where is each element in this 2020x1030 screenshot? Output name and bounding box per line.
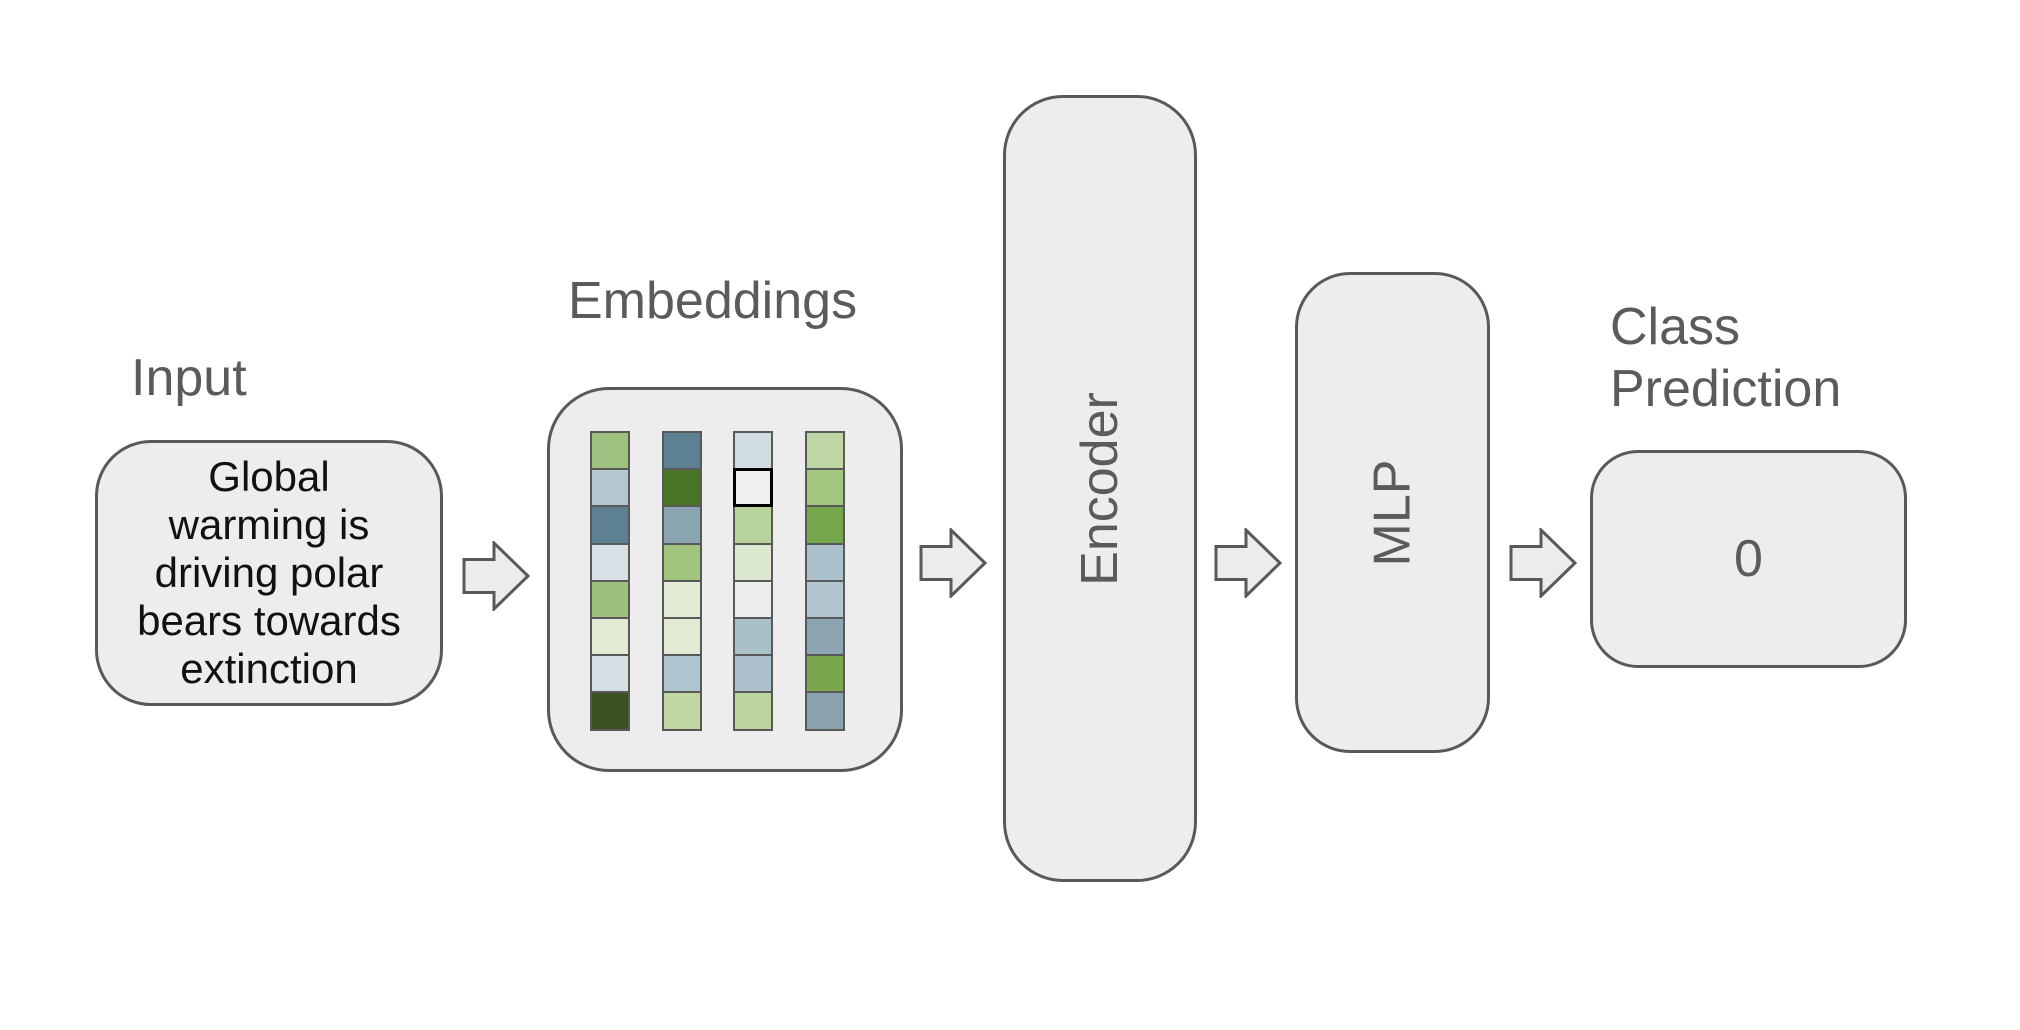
embedding-cell — [806, 618, 843, 655]
flow-arrow-icon — [1509, 528, 1577, 598]
embedding-column — [733, 431, 773, 731]
embedding-cell — [806, 581, 843, 617]
input-box: Global warming is driving polar bears to… — [95, 440, 443, 706]
embedding-cell — [806, 470, 843, 506]
embedding-cell — [735, 656, 771, 692]
class-prediction-box: 0 — [1590, 450, 1907, 668]
mlp-box: MLP — [1295, 272, 1490, 753]
input-label: Input — [131, 349, 247, 407]
embedding-cell — [735, 544, 771, 580]
mlp-label: MLP — [1363, 459, 1422, 566]
embedding-cell — [663, 656, 700, 692]
embedding-cell — [735, 433, 771, 469]
embedding-cell-highlighted — [733, 468, 773, 508]
embedding-column — [590, 431, 630, 731]
input-text-line: extinction — [180, 645, 358, 692]
embedding-cell — [663, 693, 700, 729]
flow-arrow-icon — [462, 541, 530, 611]
embedding-cell — [592, 581, 628, 617]
embedding-cell — [806, 656, 843, 692]
embedding-cell — [663, 581, 700, 617]
input-text-line: bears towards — [137, 597, 401, 644]
embedding-cell — [735, 507, 771, 543]
flow-arrow-icon — [1214, 528, 1282, 598]
embedding-cell — [592, 507, 628, 543]
encoder-box: Encoder — [1003, 95, 1197, 882]
embedding-column — [804, 431, 845, 731]
embedding-cell — [592, 656, 628, 692]
input-text-line: driving polar — [154, 549, 384, 596]
embedding-cell — [592, 618, 628, 655]
embedding-cell — [735, 693, 771, 729]
embedding-cell — [806, 693, 843, 729]
embedding-cell — [663, 544, 700, 580]
encoder-label: Encoder — [1071, 391, 1129, 586]
class-prediction-value: 0 — [1734, 530, 1763, 588]
input-text-line: Global — [208, 453, 330, 500]
embeddings-label: Embeddings — [568, 272, 858, 330]
embedding-cell — [592, 693, 628, 729]
embedding-cell — [592, 544, 628, 580]
class-prediction-label: Class Prediction — [1610, 296, 1841, 420]
input-text-line: warming is — [168, 501, 370, 548]
embedding-cell — [592, 433, 628, 469]
class-prediction-label-line: Prediction — [1610, 360, 1842, 418]
embedding-cell — [735, 618, 771, 655]
embedding-cell — [806, 544, 843, 580]
input-text: Global warming is driving polar bears to… — [137, 453, 401, 693]
embedding-cell — [663, 433, 700, 469]
embedding-cell — [735, 581, 771, 617]
embeddings-grid — [590, 431, 845, 731]
embedding-column — [661, 431, 702, 731]
embedding-cell — [663, 507, 700, 543]
embedding-cell — [663, 470, 700, 506]
embedding-cell — [806, 433, 843, 469]
embeddings-box — [547, 387, 903, 772]
flow-arrow-icon — [919, 528, 987, 598]
class-prediction-label-line: Class — [1610, 298, 1741, 356]
embedding-cell — [663, 618, 700, 655]
embedding-cell — [806, 507, 843, 543]
embedding-cell — [592, 470, 628, 506]
